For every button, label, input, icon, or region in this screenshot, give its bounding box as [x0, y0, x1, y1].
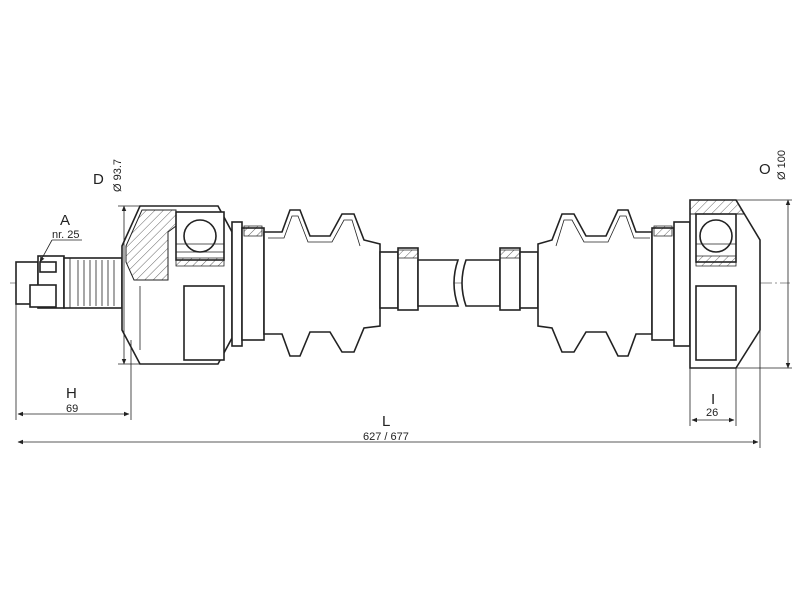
dimension-d-letter: D	[93, 171, 104, 188]
dimension-a: A nr. 25	[39, 212, 82, 263]
dimension-a-value: nr. 25	[52, 229, 80, 241]
dimension-i-letter: I	[711, 391, 715, 408]
dimension-d: D Ø 93.7	[93, 159, 140, 365]
right-boot	[499, 209, 653, 357]
dimension-l-value: 627 / 677	[363, 431, 409, 443]
dimension-l-letter: L	[382, 413, 390, 430]
dimension-l: L 627 / 677	[17, 330, 761, 448]
dimension-h-letter: H	[66, 385, 77, 402]
left-boot	[263, 209, 419, 357]
dimension-h-value: 69	[66, 403, 78, 415]
dimension-o: O Ø 100	[736, 150, 792, 369]
dimension-d-value: Ø 93.7	[112, 159, 124, 192]
right-inner-joint	[651, 199, 761, 369]
dimension-a-letter: A	[60, 212, 70, 229]
dimension-h: H 69	[15, 304, 132, 420]
left-outer-joint	[15, 205, 265, 365]
intermediate-shaft	[417, 259, 501, 307]
dimension-o-letter: O	[759, 161, 771, 178]
dimension-i: I 26	[689, 368, 737, 426]
dimension-o-value: Ø 100	[776, 150, 788, 180]
dimension-i-value: 26	[706, 407, 718, 419]
